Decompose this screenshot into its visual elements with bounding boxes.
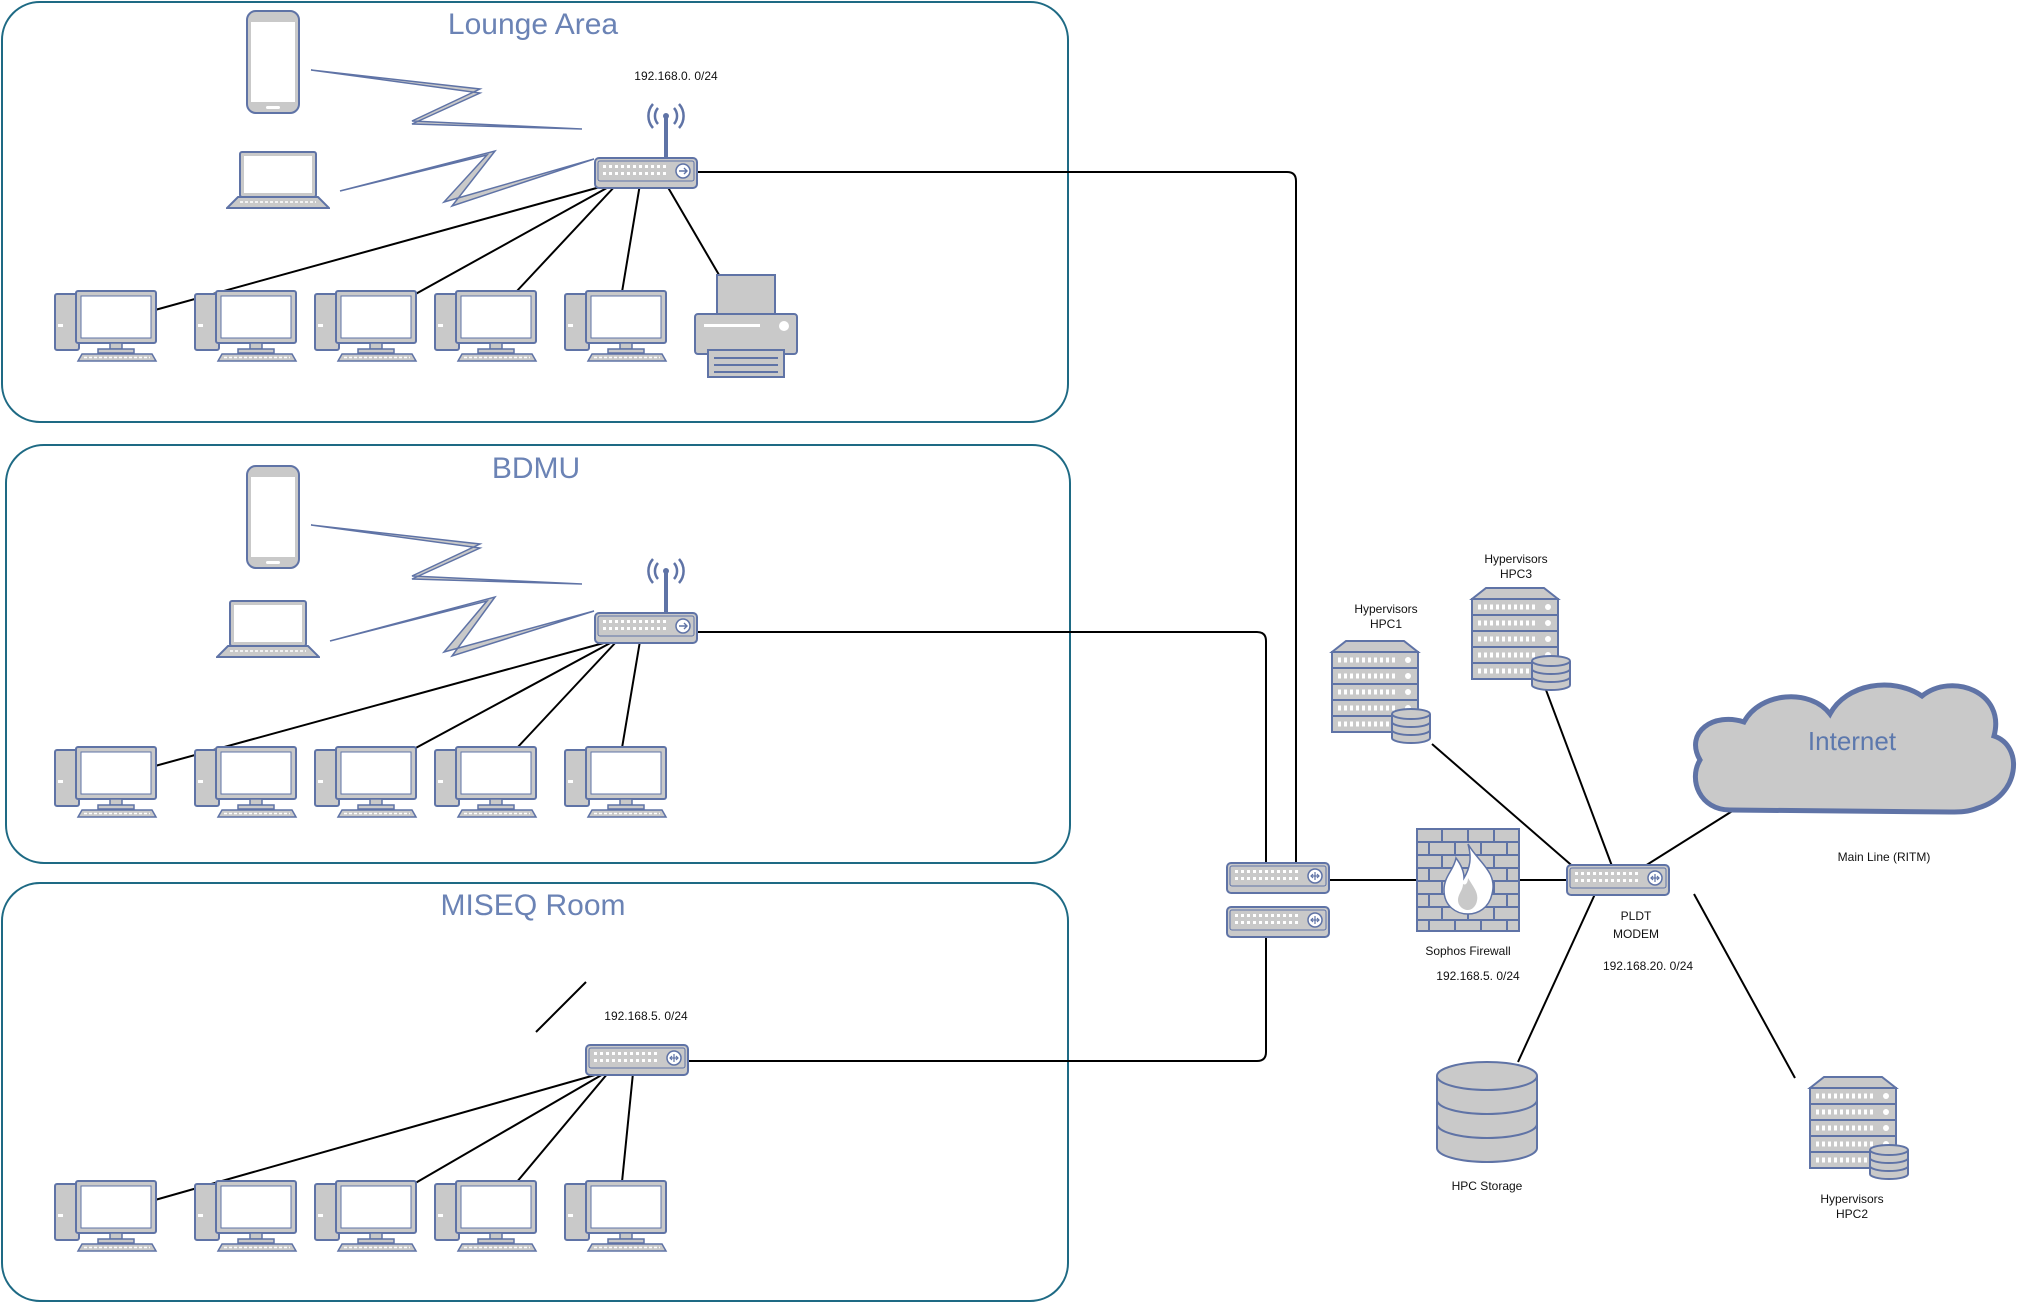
storage-label: HPC Storage — [1452, 1179, 1523, 1193]
core-switch-icon[interactable] — [1226, 862, 1330, 894]
server-icon[interactable] — [1472, 588, 1570, 690]
smartphone-icon — [246, 10, 300, 114]
laptop-icon — [226, 151, 330, 209]
smartphone-icon — [246, 465, 300, 569]
network-switch-icon[interactable] — [585, 1044, 689, 1076]
firewall-icon[interactable] — [1416, 828, 1520, 932]
firewall-subnet: 192.168.5. 0/24 — [1436, 969, 1520, 983]
main-line-label: Main Line (RITM) — [1838, 850, 1931, 864]
hpc1-label-line1: Hypervisors — [1354, 602, 1417, 616]
modem-name-line2: MODEM — [1613, 927, 1659, 941]
modem-name-line1: PLDT — [1621, 909, 1652, 923]
server-icon[interactable] — [1810, 1077, 1908, 1179]
hpc1-label-line2: HPC1 — [1370, 617, 1402, 631]
modem-subnet: 192.168.20. 0/24 — [1603, 959, 1693, 973]
internet-label: Internet — [1808, 726, 1897, 756]
wireless-signal-phone-lounge — [310, 69, 583, 130]
storage-icon[interactable] — [1436, 1061, 1538, 1163]
wires — [154, 171, 1796, 1201]
core-switch-icon[interactable] — [1226, 906, 1330, 938]
zone-title-lounge: Lounge Area — [448, 8, 618, 41]
hpc2-label-line2: HPC2 — [1836, 1207, 1868, 1221]
laptop-icon — [216, 600, 320, 658]
server-icon[interactable] — [1332, 641, 1430, 743]
wireless-signal-phone-bdmu — [310, 524, 583, 585]
modem-icon[interactable] — [1566, 864, 1670, 896]
zone-title-miseq: MISEQ Room — [440, 889, 625, 922]
firewall-name: Sophos Firewall — [1425, 944, 1510, 958]
hpc3-label-line1: Hypervisors — [1484, 552, 1547, 566]
wireless-signal-laptop-lounge — [339, 149, 595, 208]
wireless-signal-laptop-bdmu — [329, 595, 595, 658]
hpc2-label-line1: Hypervisors — [1820, 1192, 1883, 1206]
zone-title-bdmu: BDMU — [492, 452, 580, 485]
cloud-icon[interactable] — [1693, 682, 2016, 815]
zone-bdmu — [5, 444, 1071, 864]
lounge-subnet-label: 192.168.0. 0/24 — [634, 69, 718, 83]
miseq-subnet-label: 192.168.5. 0/24 — [604, 1009, 688, 1023]
hpc3-label-line2: HPC3 — [1500, 567, 1532, 581]
